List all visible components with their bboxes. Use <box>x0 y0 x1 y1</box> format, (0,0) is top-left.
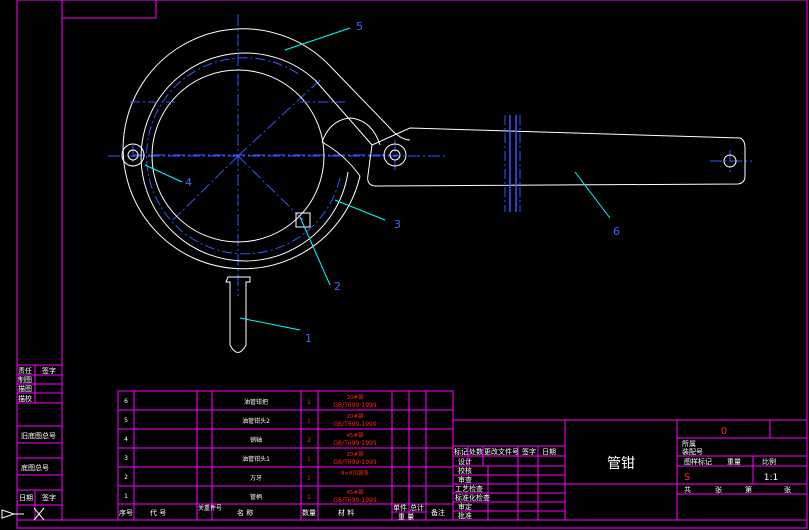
role-standard: 标准化检查 <box>455 493 490 502</box>
rev-header-date: 日期 <box>542 448 556 456</box>
bom-row-standard: GB/T699-1999 <box>333 497 377 504</box>
pipe-wrench-drawing: 1 2 3 4 5 6 <box>108 14 752 353</box>
left-sidebar-labels: 责任 签字 制图 描图 描校 旧底图总号 底图总号 日期 签字 <box>18 366 56 502</box>
field-scale: 比例 <box>762 457 776 466</box>
bom-row-material: 8×8扣钢条 <box>341 469 370 477</box>
field-belong: 所属 <box>682 439 696 448</box>
sidebar-label-traced: 描图 <box>18 384 32 393</box>
hidden-lines <box>130 57 521 255</box>
sidebar-label-base: 底图总号 <box>21 463 49 472</box>
sidebar-label-trace-check: 描校 <box>18 394 32 403</box>
bom-row-material: 45#钢 <box>346 488 364 496</box>
sheet-mark: 0 <box>721 426 727 437</box>
bom-row-name: 销轴 <box>250 436 262 444</box>
bom-row-qty: 1 <box>307 399 311 406</box>
bom-row-name: 管柄 <box>250 493 262 501</box>
title-block <box>452 419 808 521</box>
role-check: 校核 <box>458 466 472 475</box>
sidebar-label-sign2: 签字 <box>42 493 56 502</box>
sidebar-label-date: 日期 <box>19 494 33 502</box>
bom-headers: 序号 代 号 关重件号 名 称 数量 材 料 单件 总计 重 量 备注 <box>119 503 445 521</box>
rev-header-mark: 标记 <box>454 447 468 456</box>
bom-header-code: 代 号 <box>150 508 166 517</box>
role-review: 审查 <box>458 475 472 484</box>
bom-row-seq: 6 <box>124 398 128 405</box>
bom-row-standard: GB/T699-1999 <box>333 459 377 466</box>
sidebar-label-drawn: 制图 <box>18 375 32 384</box>
bom-row-seq: 1 <box>124 493 128 500</box>
bom-row-qty: 2 <box>307 437 311 444</box>
bom-row-qty: 1 <box>307 494 311 501</box>
field-sheet-no: 第 <box>745 485 752 494</box>
bom-row-material: 20#钢 <box>346 450 364 458</box>
bom-header-qty: 数量 <box>302 508 316 517</box>
ucs-icon <box>1 507 45 521</box>
scale-value: 1:1 <box>764 473 778 483</box>
callout-5: 5 <box>356 20 363 33</box>
left-sidebar-table <box>16 364 63 521</box>
bom-header-material: 材 料 <box>338 508 354 517</box>
field-total: 共 <box>684 485 691 494</box>
bom-row-name: 油管钳把 <box>244 398 268 406</box>
bom-row-standard: GB/T699-1999 <box>333 440 377 447</box>
field-sheet-unit: 张 <box>784 485 791 494</box>
bom-row-standard: GB/T699-1999 <box>333 402 377 409</box>
field-assembly: 装配号 <box>682 447 703 456</box>
rev-header-doc: 更改文件号 <box>484 447 519 456</box>
sidebar-label-sign: 签字 <box>42 366 56 375</box>
handle-section-lines <box>509 115 517 212</box>
role-process: 工艺检查 <box>455 484 483 493</box>
bom-row-material: 45#钢 <box>346 431 364 439</box>
role-approve: 审定 <box>458 502 472 511</box>
bom-row-name: 方牙 <box>250 474 262 482</box>
rev-header-sign: 签字 <box>522 447 536 456</box>
callout-1: 1 <box>305 332 312 345</box>
bom-header-note: 备注 <box>431 508 445 517</box>
bom-row-name: 油管钳头1 <box>242 455 270 463</box>
bom-row-material: 20#钢 <box>346 412 364 420</box>
bom-row-qty: 1 <box>307 418 311 425</box>
bom-row-name: 油管钳头2 <box>242 417 270 425</box>
leader-lines <box>144 27 611 331</box>
bom-row-qty: 1 <box>307 456 311 463</box>
callout-numbers: 1 2 3 4 5 6 <box>185 20 620 345</box>
callout-2: 2 <box>334 280 341 293</box>
bom-header-seq: 序号 <box>119 508 133 517</box>
sidebar-label-responsible: 责任 <box>18 366 32 375</box>
field-stage: 图样标记 <box>684 457 712 466</box>
role-ratify: 批准 <box>458 511 472 520</box>
bom-row-seq: 4 <box>124 436 128 443</box>
bom-header-total: 总计 <box>410 503 424 512</box>
stage-mark: S <box>684 472 690 483</box>
field-weight: 重量 <box>727 458 741 466</box>
bom-header-name: 名 称 <box>237 508 253 517</box>
role-design: 设计 <box>458 457 472 466</box>
title-block-labels: 标记 处数 更改文件号 签字 日期 设计 校核 审查 工艺检查 标准化检查 审定… <box>454 439 791 520</box>
center-lines <box>108 14 752 296</box>
bom-header-weight: 重 量 <box>398 513 414 521</box>
drawing-title: 管钳 <box>607 456 635 472</box>
callout-6: 6 <box>613 225 620 238</box>
callout-3: 3 <box>394 218 401 231</box>
bom-row-seq: 3 <box>124 455 128 462</box>
callout-4: 4 <box>185 176 192 189</box>
sidebar-label-old-base: 旧底图总号 <box>21 431 56 440</box>
bom-row-seq: 5 <box>124 417 128 424</box>
bom-header-association: 关重件号 <box>198 504 222 512</box>
wrench-head <box>121 28 746 353</box>
bom-row-standard: GB/T699-1999 <box>333 421 377 428</box>
bom-header-unit: 单件 <box>393 503 407 512</box>
bom-row-qty: 1 <box>307 475 311 482</box>
field-sheets: 张 <box>715 485 722 494</box>
bom-row-material: 20#钢 <box>346 393 364 401</box>
bom-row-seq: 2 <box>124 474 128 481</box>
rev-header-count: 处数 <box>469 447 483 456</box>
